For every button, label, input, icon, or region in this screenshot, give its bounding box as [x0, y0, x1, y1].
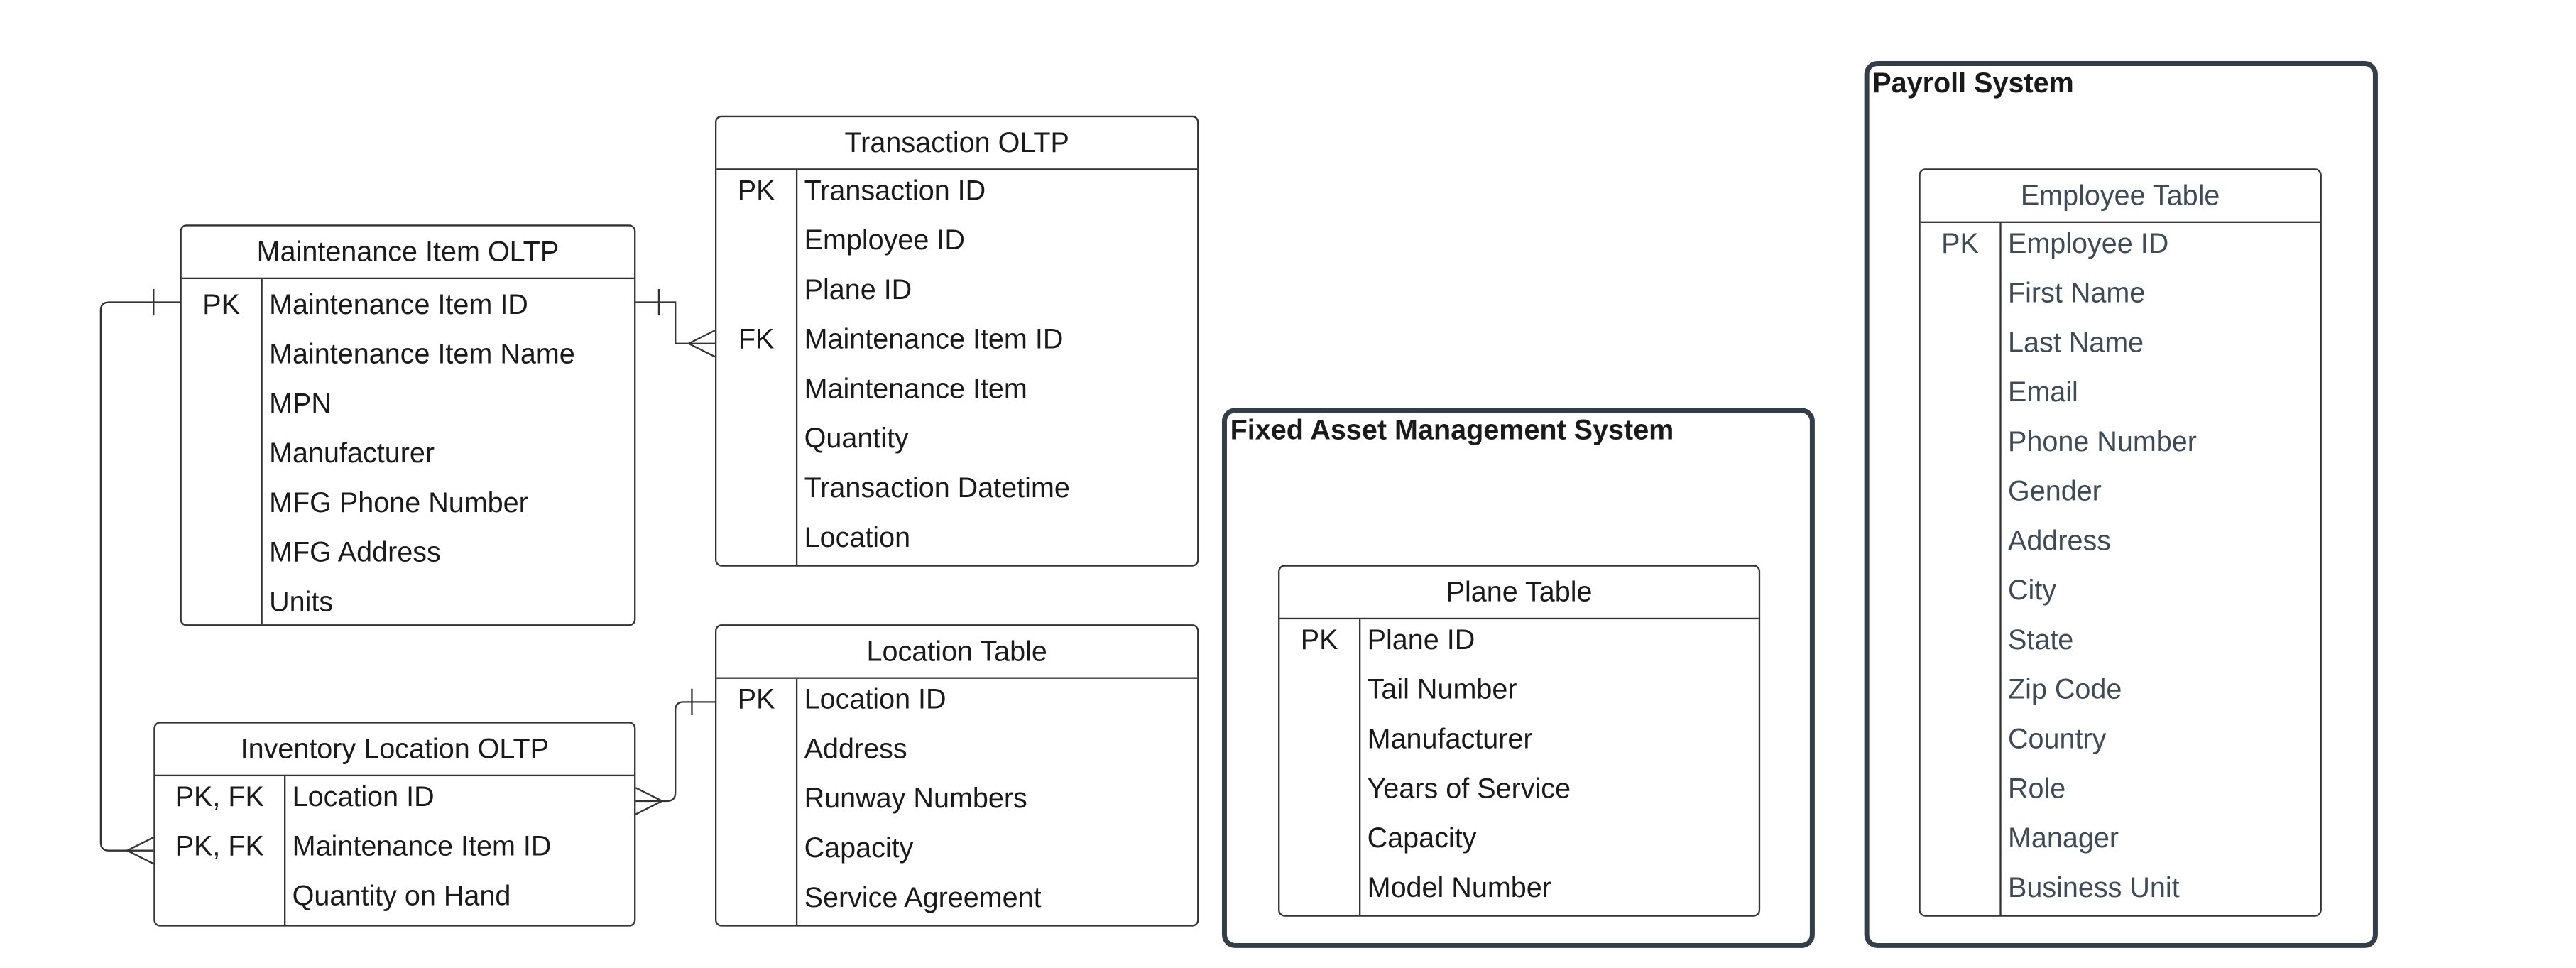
field-label: Units	[269, 586, 334, 618]
field-label: Maintenance Item ID	[804, 323, 1064, 356]
key-label: PK	[202, 288, 241, 321]
entity-plane-table: Plane Table PK Plane ID Tail Number Manuf…	[1278, 565, 1761, 917]
key-label: PK	[1300, 624, 1338, 656]
entity-title: Maintenance Item OLTP	[181, 227, 635, 280]
field-label: Capacity	[1367, 822, 1477, 854]
field-label: Quantity	[804, 423, 909, 455]
field-label: Location ID	[292, 781, 435, 813]
many-crowfoot	[126, 837, 154, 865]
field-label: Transaction Datetime	[804, 472, 1070, 504]
field-label: Business Unit	[2007, 871, 2180, 904]
container-title: Fixed Asset Management System	[1230, 414, 1674, 446]
payroll-system-container: Payroll System	[1864, 61, 2378, 948]
field-label: Manager	[2007, 822, 2119, 854]
field-label: Location	[804, 521, 911, 554]
container-title: Payroll System	[1872, 67, 2074, 99]
field-label: State	[2007, 624, 2074, 656]
field-label: Tail Number	[1367, 673, 1517, 706]
field-label: Manufacturer	[269, 437, 435, 469]
field-label: Maintenance Item ID	[269, 288, 528, 321]
field-label: Years of Service	[1367, 773, 1571, 805]
field-label: Address	[804, 733, 907, 765]
key-label: PK	[737, 175, 775, 207]
field-label: Model Number	[1367, 871, 1551, 904]
field-label: First Name	[2007, 277, 2146, 309]
many-crowfoot	[635, 787, 665, 815]
connector-maintenance-to-inventory	[99, 301, 180, 852]
entity-title: Employee Table	[1920, 170, 2320, 223]
field-label: Maintenance Item ID	[292, 830, 552, 862]
field-label: Role	[2007, 773, 2066, 805]
field-label: Runway Numbers	[804, 783, 1027, 815]
field-label: Address	[2007, 525, 2112, 557]
field-label: Plane ID	[804, 274, 912, 306]
field-label: Employee ID	[2007, 227, 2169, 260]
connector-maintenance-to-transaction	[635, 301, 716, 344]
field-label: Capacity	[804, 832, 914, 864]
entity-title: Plane Table	[1279, 567, 1759, 620]
connector-location-to-inventory	[635, 701, 716, 803]
field-label: Country	[2007, 723, 2107, 755]
fixed-asset-management-container: Fixed Asset Management System	[1221, 408, 1815, 948]
key-label: PK	[737, 683, 775, 716]
entity-title: Inventory Location OLTP	[155, 724, 635, 777]
field-label: Gender	[2007, 475, 2102, 507]
field-label: MFG Phone Number	[269, 487, 528, 519]
field-label: Email	[2007, 376, 2078, 408]
field-label: Service Agreement	[804, 881, 1042, 914]
entity-location-table: Location Table PK Location ID Address Run…	[715, 624, 1199, 927]
field-label: MFG Address	[269, 536, 441, 569]
field-label: Last Name	[2007, 327, 2144, 359]
entity-inventory-location-oltp: Inventory Location OLTP PK, FK Location I…	[153, 722, 636, 927]
entity-title: Transaction OLTP	[716, 117, 1198, 170]
key-label: FK	[738, 323, 775, 356]
entity-transaction-oltp: Transaction OLTP PK Transaction ID Employ…	[715, 115, 1199, 567]
key-label: PK, FK	[175, 830, 264, 862]
field-label: Plane ID	[1367, 624, 1475, 656]
entity-maintenance-item-oltp: Maintenance Item OLTP PK Maintenance Item…	[180, 224, 636, 626]
field-label: Maintenance Item Name	[269, 338, 575, 370]
field-label: Location ID	[804, 683, 946, 716]
field-label: City	[2007, 575, 2057, 607]
field-label: MPN	[269, 388, 332, 420]
field-label: Employee ID	[804, 224, 965, 256]
entity-title: Location Table	[716, 626, 1198, 679]
key-label: PK	[1941, 227, 1979, 260]
field-label: Zip Code	[2007, 673, 2122, 706]
field-label: Transaction ID	[804, 175, 986, 207]
field-label: Manufacturer	[1367, 723, 1533, 755]
many-crowfoot	[688, 330, 716, 358]
key-label: PK, FK	[175, 781, 264, 813]
field-label: Phone Number	[2007, 426, 2197, 458]
field-label: Quantity on Hand	[292, 880, 511, 912]
field-label: Maintenance Item	[804, 373, 1027, 405]
